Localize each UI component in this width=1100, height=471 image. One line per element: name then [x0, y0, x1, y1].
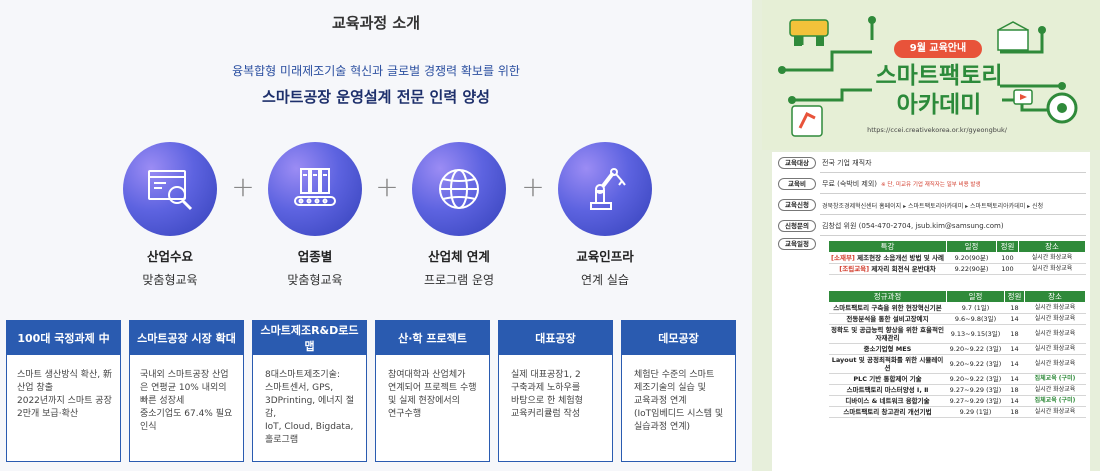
info-card: 스마트공장 시장 확대 국내외 스마트공장 산업은 연평균 10% 내외의 빠른…: [129, 320, 244, 462]
window-magnifier-icon: [123, 142, 217, 236]
intro-headline: 스마트공장 운영설계 전문 인력 양성: [262, 88, 490, 106]
box-icon: [997, 21, 1029, 51]
info-card: 스마트제조R&D로드맵 8대스마트제조기술: 스마트센서, GPS, 3DPri…: [252, 320, 367, 462]
academy-poster: 9월 교육안내 스마트팩토리 아카데미 https://ccei.creativ…: [752, 0, 1100, 471]
month-badge: 9월 교육안내: [894, 40, 982, 58]
special-lecture-table: 특강 일정 정원 장소 [소재부] 제조현장 소음개선 방법 및 사례 9.20…: [828, 240, 1086, 275]
info-row: 교육일정: [778, 236, 816, 252]
robot-arm-icon: [791, 105, 823, 137]
globe-icon: [412, 142, 506, 236]
plus-sign: +: [375, 170, 399, 203]
intro-subtitle: 융복합형 미래제조기술 혁신과 글로벌 경쟁력 확보를 위한: [232, 64, 520, 78]
info-card: 대표공장 실제 대표공장1, 2 구축과제 노하우를 바탕으로 한 체험형 교육…: [498, 320, 613, 462]
info-card: 산·학 프로젝트 참여대학과 산업체가 연계되어 프로젝트 수행 및 실제 현장…: [375, 320, 490, 462]
gear-icon: [1046, 92, 1078, 124]
plus-sign: +: [521, 170, 545, 203]
robot-icon: [789, 19, 829, 46]
plus-sign: +: [231, 170, 255, 203]
poster-banner: 9월 교육안내 스마트팩토리 아카데미 https://ccei.creativ…: [762, 0, 1100, 150]
table-row: [소재부] 제조현장 소음개선 방법 및 사례 9.20(90분) 100 실시…: [828, 252, 1086, 264]
circuit-decoration: [778, 16, 1078, 137]
section-title: 교육과정 소개: [331, 14, 421, 32]
academy-url[interactable]: https://ccei.creativekorea.or.kr/gyeongb…: [867, 126, 1007, 134]
table-row: [조립교육] 제자리 회전식 운반대차 9.22(90분) 100 실시간 화상…: [828, 263, 1086, 275]
factory-conveyor-icon: [268, 142, 362, 236]
robot-arm-icon: [558, 142, 652, 236]
info-card: 데모공장 체험단 수준의 스마트 제조기술의 실습 및 교육과정 연계 (IoT…: [621, 320, 736, 462]
video-icon: [1013, 89, 1033, 105]
academy-title: 스마트팩토리 아카데미: [875, 63, 1003, 118]
curriculum-intro-panel: 교육과정 소개 융복합형 미래제조기술 혁신과 글로벌 경쟁력 확보를 위한 스…: [6, 14, 736, 462]
